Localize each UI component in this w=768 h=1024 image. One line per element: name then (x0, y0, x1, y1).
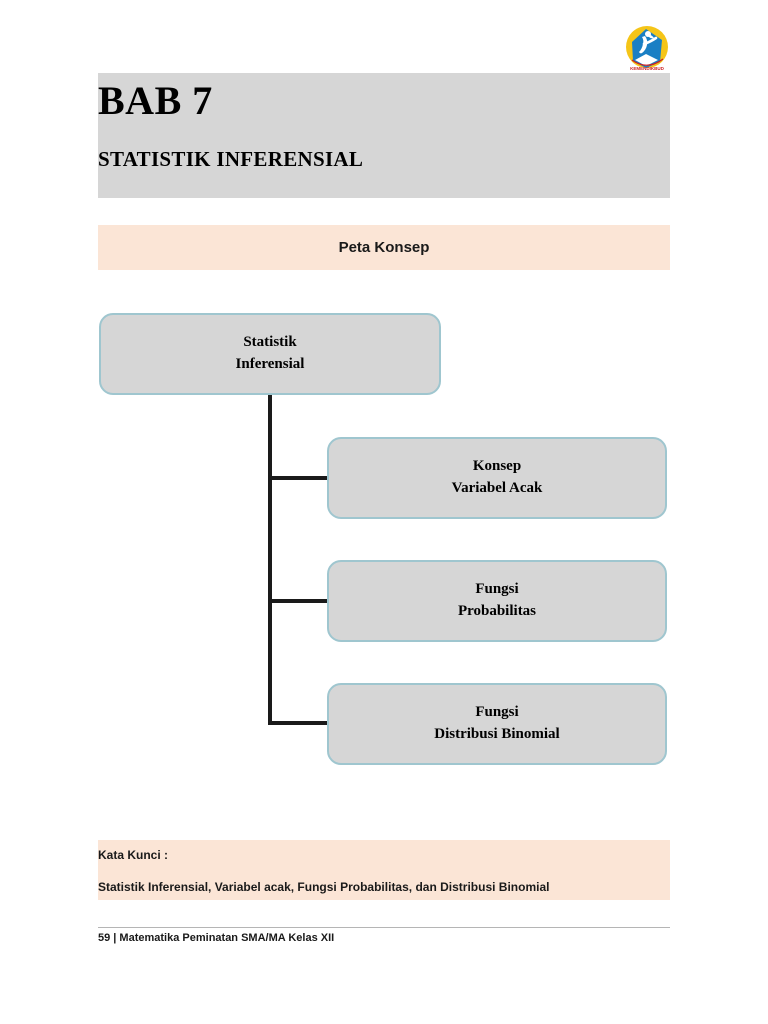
svg-text:KEMENDIKBUD: KEMENDIKBUD (630, 66, 665, 71)
concept-map-banner: Peta Konsep (98, 225, 670, 270)
footer-divider (98, 927, 670, 928)
chapter-title: STATISTIK INFERENSIAL (98, 147, 364, 171)
concept-node-fungsi-probabilitas[interactable]: Fungsi Probabilitas (327, 560, 667, 642)
concept-node-root[interactable]: Statistik Inferensial (99, 313, 441, 395)
concept-node-1-label: Konsep Variabel Acak (452, 456, 543, 500)
chapter-header-band: BAB 7 STATISTIK INFERENSIAL (98, 73, 670, 198)
concept-node-konsep-variabel-acak[interactable]: Konsep Variabel Acak (327, 437, 667, 519)
concept-node-2-line1: Fungsi (475, 581, 519, 598)
chapter-number: BAB 7 (98, 78, 213, 123)
concept-node-2-label: Fungsi Probabilitas (458, 579, 536, 623)
concept-map-banner-title: Peta Konsep (338, 239, 430, 256)
concept-node-2-line2: Probabilitas (457, 603, 537, 619)
concept-node-3-label: Fungsi Distribusi Binomial (434, 702, 559, 746)
concept-node-root-line1: Statistik (243, 334, 297, 351)
concept-node-3-line2: Distribusi Binomial (434, 726, 560, 742)
concept-node-root-line2: Inferensial (235, 356, 305, 372)
concept-node-3-line1: Fungsi (475, 704, 519, 721)
footer-text: 59 | Matematika Peminatan SMA/MA Kelas X… (98, 932, 335, 944)
keywords-list: Statistik Inferensial, Variabel acak, Fu… (98, 880, 550, 894)
keywords-label: Kata Kunci : (98, 848, 169, 862)
concept-node-root-label: Statistik Inferensial (236, 332, 305, 376)
concept-node-1-line2: Variabel Acak (451, 480, 543, 496)
concept-node-fungsi-distribusi-binomial[interactable]: Fungsi Distribusi Binomial (327, 683, 667, 765)
keywords-box: Kata Kunci : Statistik Inferensial, Vari… (98, 840, 670, 900)
concept-node-1-line1: Konsep (472, 458, 522, 475)
kemendikbud-logo: KEMENDIKBUD (618, 20, 676, 78)
